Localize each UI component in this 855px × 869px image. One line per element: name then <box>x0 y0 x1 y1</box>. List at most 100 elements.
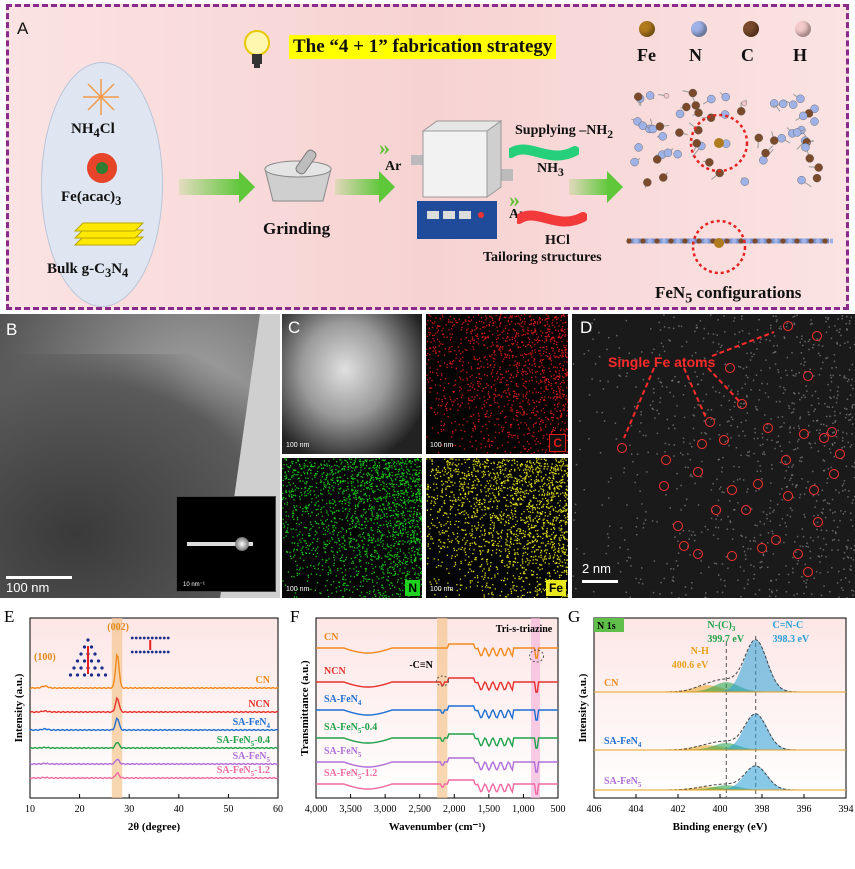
map-pixel <box>416 565 417 566</box>
map-pixel <box>376 467 377 468</box>
map-pixel <box>338 581 339 582</box>
map-pixel <box>471 366 472 367</box>
map-pixel <box>451 367 452 368</box>
map-pixel <box>512 357 513 358</box>
map-pixel <box>482 525 483 526</box>
map-pixel <box>316 574 317 575</box>
map-pixel <box>455 459 456 460</box>
map-pixel <box>329 570 330 571</box>
map-pixel <box>306 508 307 509</box>
map-pixel <box>347 520 348 521</box>
map-pixel <box>475 544 476 545</box>
map-pixel <box>529 380 530 381</box>
map-pixel <box>285 491 286 492</box>
map-pixel <box>520 590 521 591</box>
map-pixel <box>557 468 558 469</box>
map-pixel <box>520 529 521 530</box>
map-pixel <box>320 493 321 494</box>
map-pixel <box>381 537 382 538</box>
map-pixel <box>535 559 536 560</box>
map-pixel <box>481 366 482 367</box>
map-pixel <box>399 560 400 561</box>
map-pixel <box>557 469 558 470</box>
map-pixel <box>389 476 390 477</box>
map-pixel <box>523 581 524 582</box>
map-pixel <box>558 376 559 377</box>
map-pixel <box>513 329 514 330</box>
map-pixel <box>447 416 448 417</box>
map-pixel <box>540 355 541 356</box>
map-pixel <box>383 485 384 486</box>
map-pixel <box>294 554 295 555</box>
map-pixel <box>459 387 460 388</box>
map-pixel <box>355 497 356 498</box>
map-pixel <box>509 350 510 351</box>
map-pixel <box>305 511 306 512</box>
map-pixel <box>311 511 312 512</box>
map-pixel <box>405 529 406 530</box>
map-pixel <box>547 543 548 544</box>
map-pixel <box>323 484 324 485</box>
map-pixel <box>427 353 428 354</box>
map-pixel <box>431 500 432 501</box>
map-pixel <box>535 489 536 490</box>
map-pixel <box>480 489 481 490</box>
map-pixel <box>453 494 454 495</box>
map-pixel <box>529 591 530 592</box>
map-pixel <box>462 497 463 498</box>
map-pixel <box>488 324 489 325</box>
map-pixel <box>358 472 359 473</box>
map-pixel <box>486 416 487 417</box>
map-pixel <box>522 561 523 562</box>
map-pixel <box>362 498 363 499</box>
map-pixel <box>495 432 496 433</box>
map-pixel <box>482 590 483 591</box>
map-pixel <box>541 471 542 472</box>
map-pixel <box>376 550 377 551</box>
map-pixel <box>478 461 479 462</box>
map-pixel <box>389 472 390 473</box>
map-pixel <box>412 562 413 563</box>
map-pixel <box>558 357 559 358</box>
map-pixel <box>346 498 347 499</box>
map-pixel <box>475 440 476 441</box>
map-pixel <box>548 384 549 385</box>
map-pixel <box>526 413 527 414</box>
map-pixel <box>383 548 384 549</box>
map-pixel <box>561 548 562 549</box>
map-pixel <box>472 428 473 429</box>
map-pixel <box>469 533 470 534</box>
map-pixel <box>471 517 472 518</box>
map-pixel <box>531 486 532 487</box>
map-pixel <box>540 584 541 585</box>
map-pixel <box>492 540 493 541</box>
map-pixel <box>472 475 473 476</box>
map-pixel <box>390 525 391 526</box>
map-pixel <box>325 479 326 480</box>
map-pixel <box>369 488 370 489</box>
map-pixel <box>383 460 384 461</box>
map-pixel <box>459 390 460 391</box>
map-pixel <box>548 502 549 503</box>
map-pixel <box>505 340 506 341</box>
map-pixel <box>488 471 489 472</box>
map-pixel <box>331 584 332 585</box>
map-pixel <box>470 586 471 587</box>
map-pixel <box>475 335 476 336</box>
map-pixel <box>542 420 543 421</box>
map-pixel <box>465 560 466 561</box>
map-pixel <box>460 549 461 550</box>
map-pixel <box>563 365 564 366</box>
map-pixel <box>433 505 434 506</box>
map-pixel <box>541 365 542 366</box>
map-pixel <box>550 385 551 386</box>
map-pixel <box>482 550 483 551</box>
map-pixel <box>480 328 481 329</box>
map-pixel <box>477 575 478 576</box>
map-pixel <box>472 336 473 337</box>
map-pixel <box>431 380 432 381</box>
map-pixel <box>437 375 438 376</box>
map-pixel <box>292 517 293 518</box>
map-pixel <box>554 549 555 550</box>
map-pixel <box>323 524 324 525</box>
